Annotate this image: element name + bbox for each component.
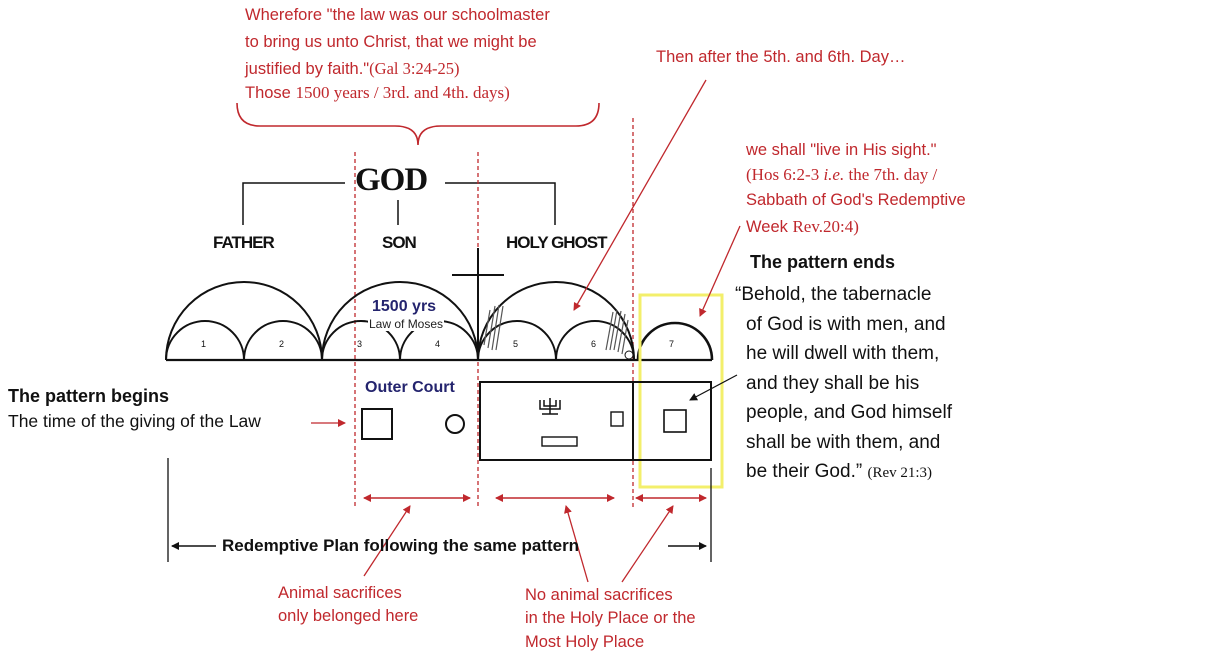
top-quote-line-3-text: justified by faith." (245, 60, 370, 78)
live-sight-line-1: we shall "live in His sight." (746, 141, 937, 159)
quote-line-7-text: be their God.” (746, 461, 868, 482)
pointer-then-after (573, 79, 707, 311)
pointer-no-animal-2 (621, 505, 674, 583)
quote-line-3: he will dwell with them, (746, 343, 940, 364)
incense-altar (610, 411, 624, 427)
top-brace (236, 102, 600, 146)
outer-court-label: Outer Court (365, 379, 455, 396)
top-quote-line-4-text: Those (245, 84, 296, 102)
ark-square (663, 409, 687, 433)
no-animal-line-3: Most Holy Place (525, 633, 645, 651)
small-arch-6 (555, 320, 635, 361)
live-sight-line-2: (Hos 6:2-3 i.e. the 7th. day / (746, 165, 937, 185)
giving-law-label: The time of the giving of the Law (8, 411, 261, 431)
altar-square (361, 408, 393, 440)
lampstand-icon (539, 398, 561, 415)
day-number-1: 1 (201, 339, 207, 349)
hatch-left (483, 304, 504, 351)
live-sight-line-2-a: (Hos 6:2-3 (746, 165, 824, 184)
quote-line-4: and they shall be his (746, 372, 920, 394)
live-sight-line-2-b: the 7th. day / (844, 165, 938, 184)
live-sight-line-4-b: Rev.20:4) (792, 217, 859, 236)
quote-line-2: of God is with men, and (746, 313, 946, 335)
hatch-right (605, 309, 629, 355)
small-arch-2 (243, 320, 323, 361)
redemptive-plan-label: Redemptive Plan following the same patte… (222, 536, 580, 555)
live-sight-line-4: Week Rev.20:4) (746, 217, 859, 237)
laver-circle (445, 414, 465, 434)
live-sight-ie: i.e. (823, 165, 845, 184)
god-label: GOD (355, 162, 428, 198)
pattern-ends-label: The pattern ends (750, 252, 896, 272)
day-number-2: 2 (279, 339, 285, 349)
day-number-5: 5 (513, 339, 519, 349)
most-holy-place (632, 381, 712, 461)
quote-line-7: be their God.” (Rev 21:3) (746, 457, 1040, 489)
years-label: 1500 yrs (372, 298, 437, 315)
pointer-no-animal-1 (564, 505, 589, 583)
no-animal-line-1: No animal sacrifices (525, 586, 673, 604)
quote-line-1: “Behold, the tabernacle (735, 284, 932, 305)
live-sight-line-4-a: Week (746, 218, 793, 236)
pointer-quote (689, 374, 738, 401)
day-number-4: 4 (435, 339, 441, 349)
quote-line-6: shall be with them, and (746, 431, 941, 453)
live-sight-line-3: Sabbath of God's Redemptive (746, 191, 966, 209)
day-number-7: 7 (669, 339, 675, 349)
father-label: FATHER (213, 233, 275, 252)
small-arch-5 (477, 320, 557, 361)
animal-sacrifices-line-1: Animal sacrifices (278, 584, 402, 602)
top-quote-line-4: Those 1500 years / 3rd. and 4th. days) (245, 83, 510, 103)
highlight-box (638, 293, 724, 489)
holy-ghost-label: HOLY GHOST (506, 233, 608, 252)
cross-icon (452, 248, 504, 360)
top-quote-ref: (Gal 3:24-25) (369, 59, 460, 78)
revelation-quote: “Behold, the tabernacle of God is with m… (735, 280, 1040, 489)
quote-line-5: people, and God himself (746, 402, 952, 423)
large-arch-3 (477, 281, 635, 361)
day-number-3: 3 (357, 339, 363, 349)
top-quote-line-3: justified by faith."(Gal 3:24-25) (245, 59, 459, 79)
pointer-animal (363, 505, 411, 577)
top-quote-line-1: Wherefore "the law was our schoolmaster (245, 6, 550, 24)
top-quote-line-4-rest: 1500 years / 3rd. and 4th. days) (295, 83, 510, 102)
shewbread-table (541, 436, 578, 447)
law-of-moses-label: Law of Moses (368, 317, 445, 331)
holy-place (479, 381, 634, 461)
then-after-label: Then after the 5th. and 6th. Day… (656, 48, 906, 66)
small-arch-1 (165, 320, 245, 361)
son-label: SON (382, 233, 417, 252)
animal-sacrifices-line-2: only belonged here (278, 607, 419, 625)
top-quote-line-2: to bring us unto Christ, that we might b… (245, 33, 537, 51)
day-number-6: 6 (591, 339, 597, 349)
large-arch-1 (165, 281, 323, 361)
small-arch-3 (321, 320, 401, 361)
no-animal-line-2: in the Holy Place or the (525, 609, 696, 627)
pattern-begins-label: The pattern begins (8, 386, 170, 406)
pointer-live-sight (699, 225, 741, 317)
small-arch-7 (636, 321, 714, 361)
god-bracket (242, 182, 556, 225)
quote-ref: (Rev 21:3) (867, 465, 933, 481)
small-circle-marker (624, 350, 634, 360)
large-arch-2 (321, 281, 479, 361)
